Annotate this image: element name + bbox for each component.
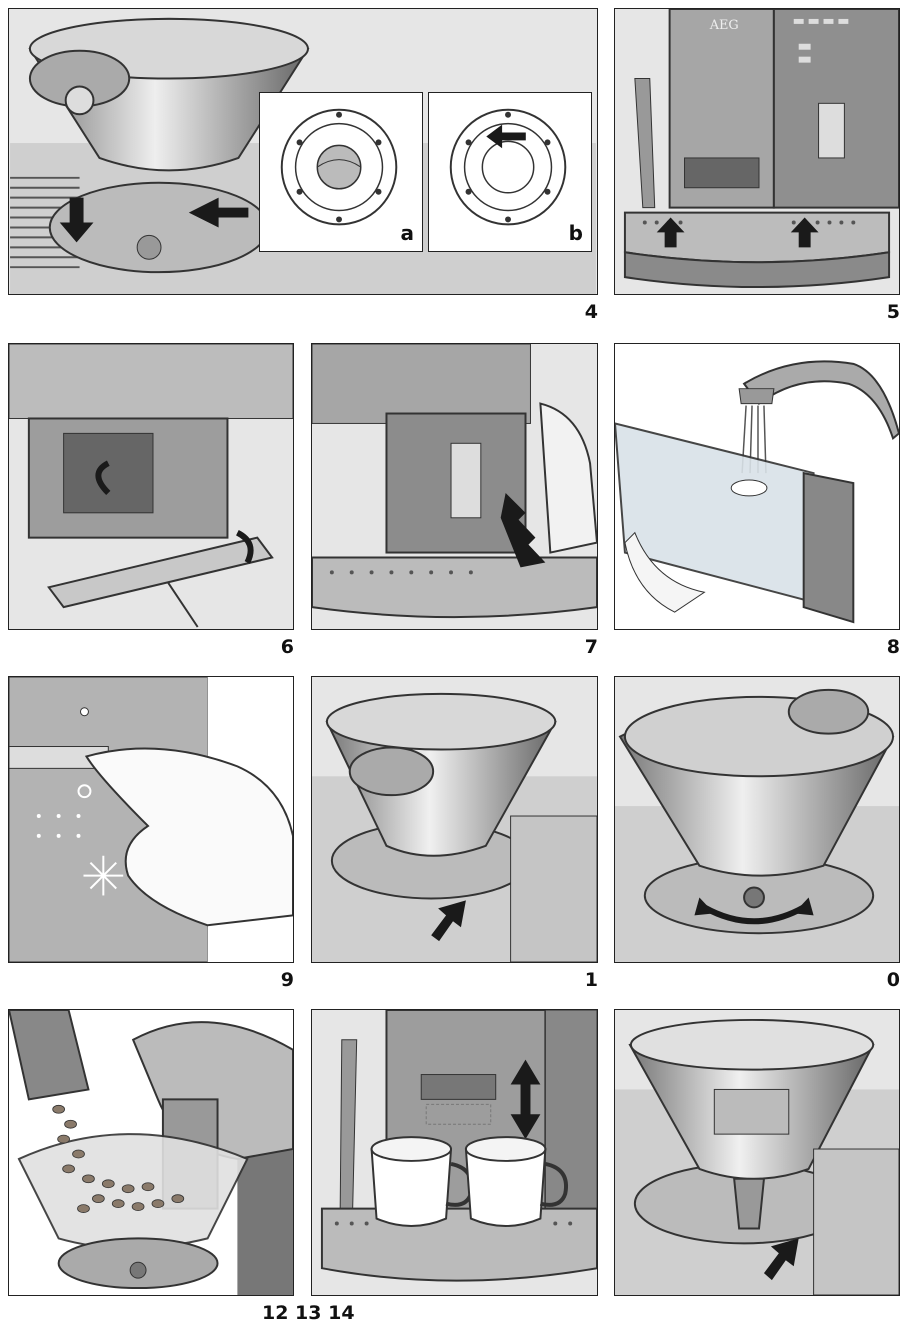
grind-adjust-illustration bbox=[615, 688, 899, 962]
figure-9-power-button bbox=[8, 676, 294, 963]
inset-a-label: a bbox=[400, 221, 415, 245]
tank-insertion-illustration bbox=[312, 344, 597, 619]
tank-cover-illustration bbox=[9, 344, 293, 628]
hopper-lock-illustration bbox=[615, 1018, 899, 1295]
inset-b-diagram bbox=[449, 108, 567, 226]
figure-12-filling-beans bbox=[8, 1009, 294, 1296]
figure-5-drip-tray: AEG bbox=[614, 8, 900, 295]
figure-8-filling-tank bbox=[614, 343, 900, 630]
tank-filling-illustration bbox=[615, 344, 899, 629]
figure-10-hopper-insert bbox=[311, 676, 598, 963]
figure-14-hopper-lock bbox=[614, 1009, 900, 1296]
brand-logo: AEG bbox=[709, 18, 739, 33]
figure-6-water-tank-cover bbox=[8, 343, 294, 630]
inset-b-label: b bbox=[568, 221, 583, 245]
figure-13-spout-height bbox=[311, 1009, 598, 1296]
figure-label: 4 bbox=[584, 301, 598, 323]
bean-filling-illustration bbox=[9, 1010, 293, 1295]
figure-label-group: 12 13 14 bbox=[262, 1302, 355, 1324]
figure-label: 7 bbox=[584, 636, 598, 658]
figure-4-hopper-removal: a b bbox=[8, 8, 598, 295]
spout-height-illustration bbox=[320, 1010, 597, 1282]
figure-label: 9 bbox=[280, 969, 294, 991]
inset-b-open: b bbox=[428, 92, 592, 252]
hopper-insert-illustration bbox=[312, 692, 597, 962]
button-press-illustration bbox=[9, 677, 293, 962]
figure-label: 6 bbox=[280, 636, 294, 658]
inset-a-closed: a bbox=[259, 92, 423, 252]
machine-front-illustration: AEG bbox=[623, 9, 899, 289]
figure-11-grind-adjust bbox=[614, 676, 900, 963]
figure-label: 8 bbox=[886, 636, 900, 658]
figure-7-tank-insertion bbox=[311, 343, 598, 630]
inset-a-diagram bbox=[280, 108, 398, 226]
figure-label: 0 bbox=[886, 969, 900, 991]
figure-label: 1 bbox=[584, 969, 598, 991]
figure-label: 5 bbox=[886, 301, 900, 323]
